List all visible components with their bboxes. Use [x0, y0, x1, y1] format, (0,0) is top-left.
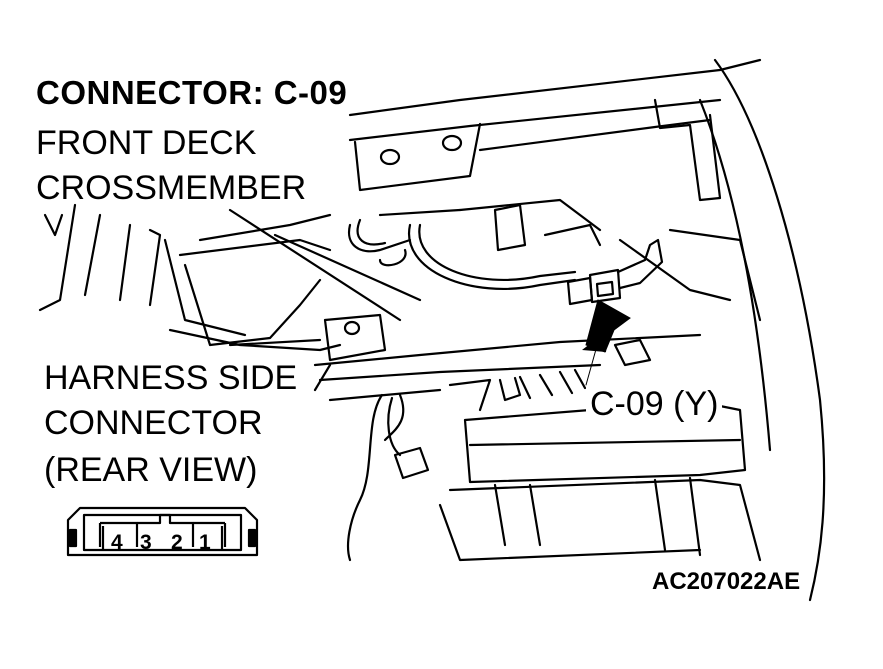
pin-1: 1: [199, 531, 211, 554]
connector-pinout: [66, 506, 259, 557]
location-line-2: CROSSMEMBER: [36, 169, 307, 207]
connector-title: CONNECTOR: C-09: [36, 74, 348, 111]
harness-label-line-1: HARNESS SIDE: [44, 359, 298, 397]
pin-2: 2: [171, 531, 183, 554]
figure-id: AC207022AE: [652, 568, 801, 595]
pin-3: 3: [140, 531, 152, 554]
harness-label-line-3: (REAR VIEW): [44, 451, 258, 489]
pin-4: 4: [111, 531, 123, 554]
harness-label-line-2: CONNECTOR: [44, 404, 263, 442]
connector-callout-label: C-09 (Y): [586, 387, 723, 421]
location-line-1: FRONT DECK: [36, 124, 257, 162]
